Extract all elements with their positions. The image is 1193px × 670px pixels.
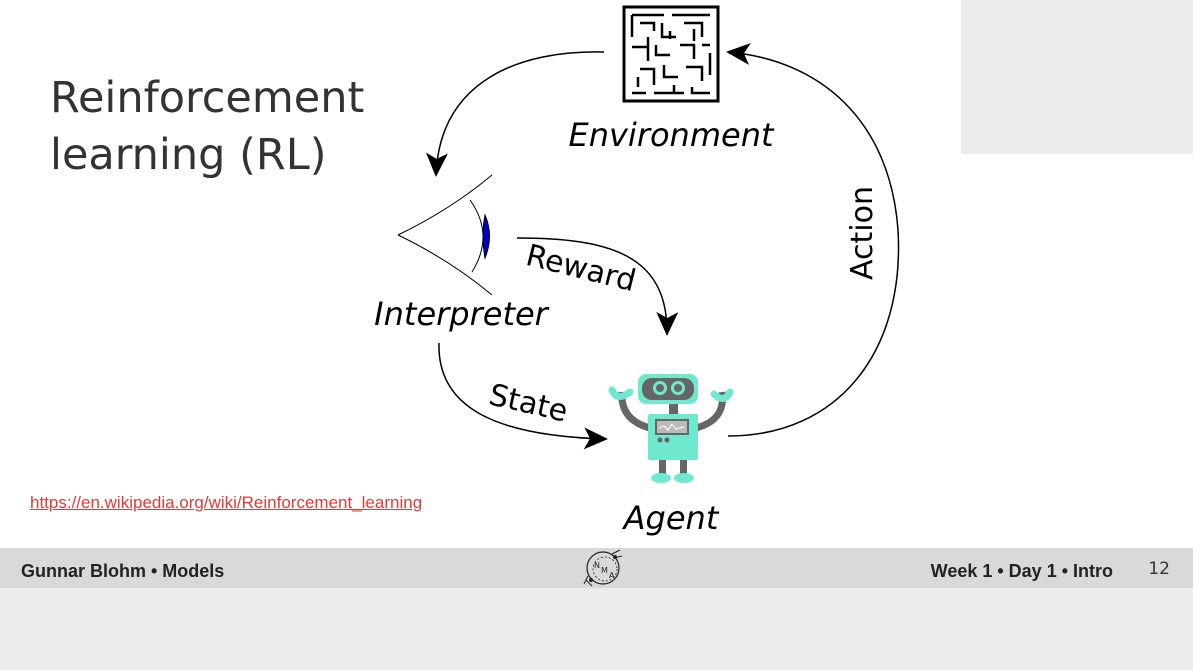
slide-title: Reinforcement learning (RL) <box>50 70 364 184</box>
wikipedia-link[interactable]: https://en.wikipedia.org/wiki/Reinforcem… <box>30 493 423 512</box>
title-line-2: learning (RL) <box>50 130 327 180</box>
environment-label: Environment <box>568 116 774 154</box>
reward-label: Reward <box>522 238 639 299</box>
action-label: Action <box>845 186 880 280</box>
corner-placeholder <box>961 0 1193 154</box>
svg-text:A: A <box>609 571 615 580</box>
page-number: 12 <box>1148 559 1170 579</box>
interpreter-label: Interpreter <box>374 295 550 333</box>
footer: Gunnar Blohm • Models N M A Week 1 • Day… <box>0 548 1193 588</box>
robot-icon <box>608 374 734 483</box>
agent-label: Agent <box>622 499 720 537</box>
environment-to-interpreter-arrow <box>425 51 605 177</box>
maze-icon <box>622 5 720 103</box>
state-arrow <box>438 342 608 450</box>
slide: Reinforcement learning (RL) <box>0 0 1193 548</box>
svg-text:N: N <box>594 561 600 570</box>
eye-icon <box>397 174 493 296</box>
footer-presenter: Gunnar Blohm • Models <box>21 561 225 581</box>
reward-arrow <box>516 237 679 336</box>
title-line-1: Reinforcement <box>50 73 365 123</box>
nma-logo-icon: N M A <box>583 549 623 587</box>
svg-text:M: M <box>601 566 608 575</box>
rl-diagram: Environment Interpreter Agent Reward Sta… <box>374 5 900 537</box>
action-arrow <box>726 42 900 437</box>
footer-session: Week 1 • Day 1 • Intro <box>930 561 1113 581</box>
